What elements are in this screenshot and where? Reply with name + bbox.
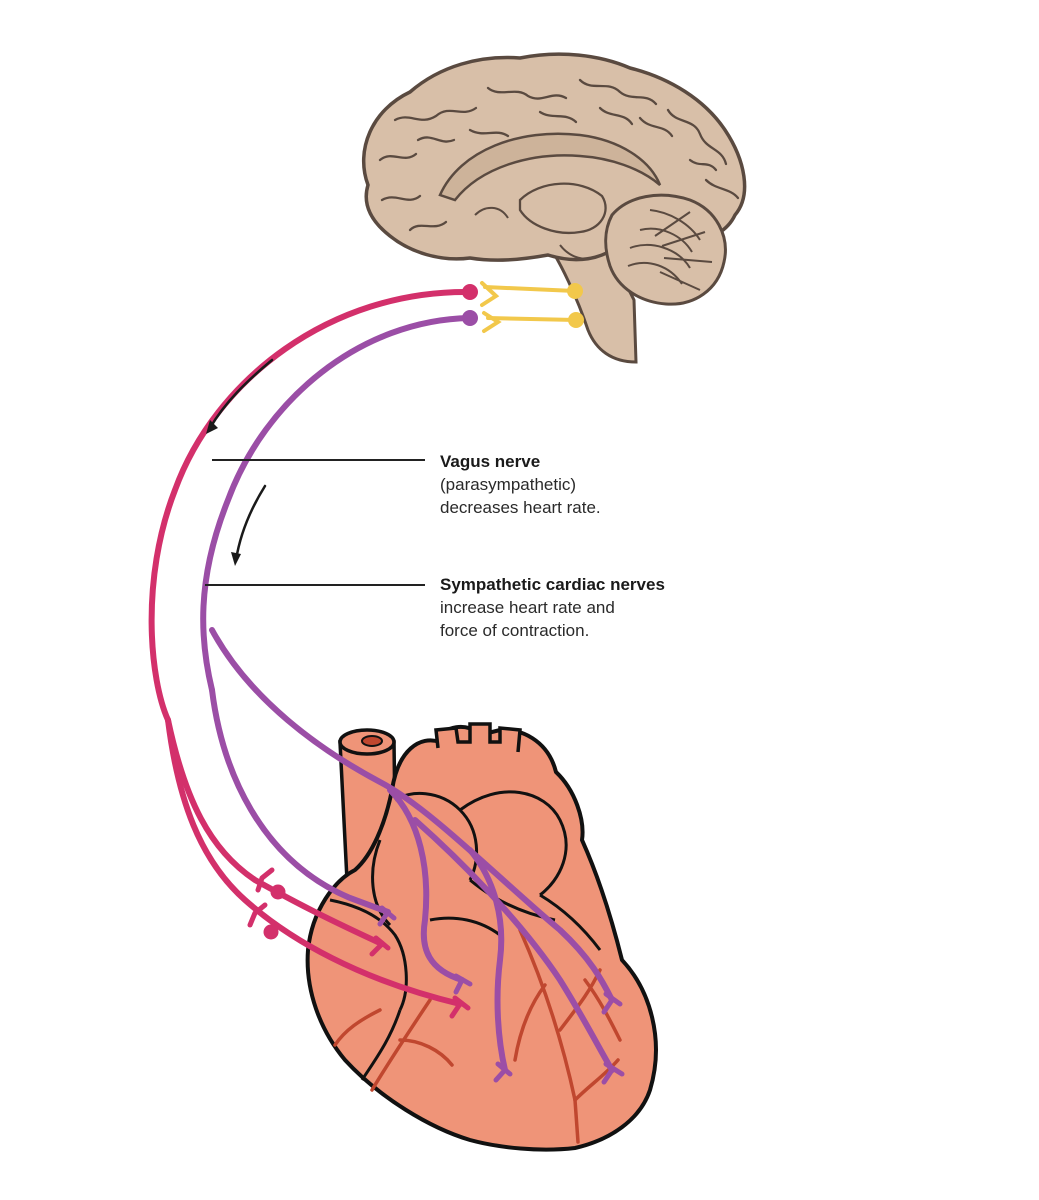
brainstem-neurons — [482, 283, 576, 331]
sympathetic-origin-dot — [462, 310, 478, 326]
sympathetic-nerves-desc-1: increase heart rate and — [440, 596, 665, 619]
vagus-synapse-2 — [264, 925, 279, 940]
vagus-synapse-1 — [271, 885, 286, 900]
vagus-origin-dot — [462, 284, 478, 300]
sympathetic-nerves-title: Sympathetic cardiac nerves — [440, 573, 665, 596]
sympathetic-nerves-label: Sympathetic cardiac nerves increase hear… — [440, 573, 665, 642]
vagus-nerve-desc-1: (parasympathetic) — [440, 473, 601, 496]
vagus-nerve-title: Vagus nerve — [440, 450, 601, 473]
neuron-body-1 — [567, 283, 583, 299]
sympathetic-nerves-desc-2: force of contraction. — [440, 619, 665, 642]
cerebellum — [606, 195, 726, 304]
aortic-arch — [436, 724, 520, 752]
vagus-nerve-desc-2: decreases heart rate. — [440, 496, 601, 519]
neuron-body-2 — [568, 312, 584, 328]
arrowhead-2 — [231, 552, 241, 566]
brain-sagittal-icon — [364, 54, 745, 362]
vagus-nerve-label: Vagus nerve (parasympathetic) decreases … — [440, 450, 601, 519]
